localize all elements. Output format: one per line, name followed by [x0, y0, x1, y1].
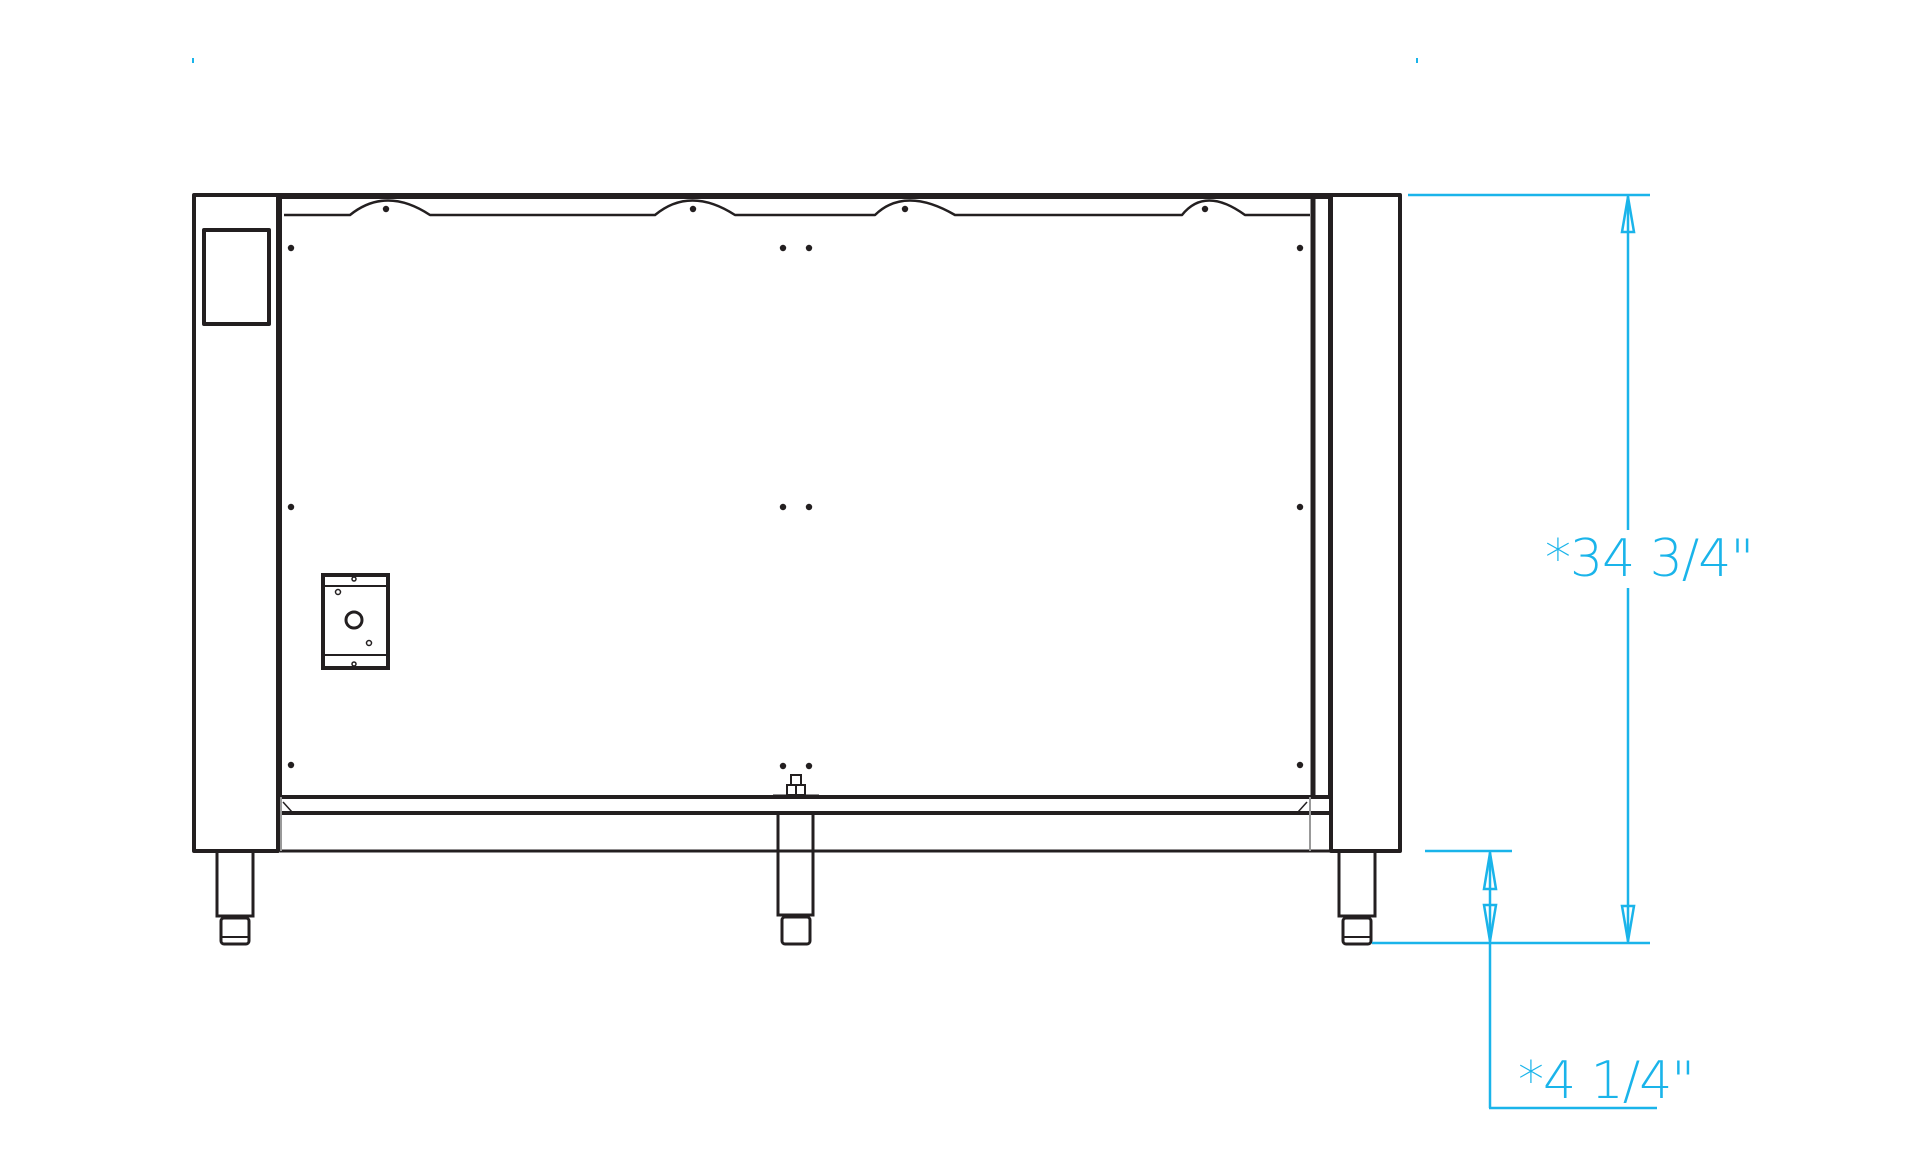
right-leg	[1337, 849, 1377, 946]
legs	[215, 811, 1377, 946]
center-leg	[776, 811, 815, 946]
arrow-down-icon	[1482, 903, 1498, 942]
left-side-panel	[192, 193, 280, 853]
center-bolt	[773, 774, 819, 798]
junction-box	[321, 573, 390, 670]
control-panel-window	[202, 228, 271, 326]
dimension-lines	[1372, 193, 1657, 1110]
arrow-down-icon	[1620, 904, 1636, 942]
registration-ticks	[192, 58, 1418, 63]
cabinet-body	[192, 193, 1402, 853]
mounting-holes	[287, 205, 1304, 770]
overall-height-label: *34 3/4"	[1545, 529, 1754, 589]
left-leg	[215, 849, 255, 946]
right-side-panel	[1329, 193, 1402, 853]
back-panel	[278, 195, 1332, 799]
leg-height-label: *4 1/4"	[1518, 1051, 1695, 1111]
top-rail-arches	[284, 199, 1310, 217]
arrow-up-icon	[1482, 852, 1498, 891]
arrow-up-icon	[1620, 196, 1636, 234]
